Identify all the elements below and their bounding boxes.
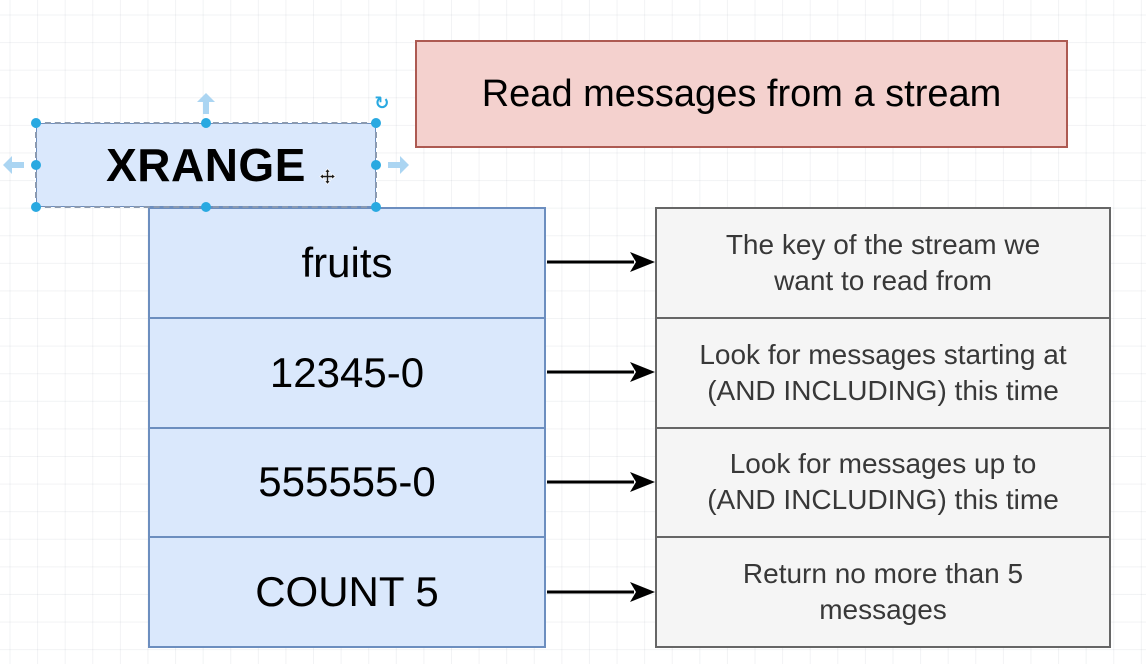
connect-arrow-right-icon[interactable] <box>387 155 409 175</box>
note-box-label: Read messages from a stream <box>481 72 1002 115</box>
connect-arrow-up-icon[interactable] <box>196 93 216 115</box>
param-cell-start-id[interactable]: 12345-0 <box>150 316 544 427</box>
param-label: 12345-0 <box>269 348 425 396</box>
description-line: Look for messages up to <box>729 448 1037 480</box>
description-cell-end-id[interactable]: Look for messages up to (AND INCLUDING) … <box>657 426 1109 537</box>
param-label: 555555-0 <box>258 458 436 506</box>
resize-handle-bottom-right[interactable] <box>371 202 381 212</box>
description-line: (AND INCLUDING) this time <box>707 374 1059 406</box>
resize-handle-middle-right[interactable] <box>371 160 381 170</box>
param-label: fruits <box>301 238 393 286</box>
description-cell-start-id[interactable]: Look for messages starting at (AND INCLU… <box>657 316 1109 427</box>
param-cell-key[interactable]: fruits <box>150 209 544 317</box>
param-cell-end-id[interactable]: 555555-0 <box>150 426 544 537</box>
rotate-icon[interactable]: ↻ <box>374 93 390 113</box>
description-table[interactable]: The key of the stream we want to read fr… <box>655 207 1111 648</box>
description-line: The key of the stream we <box>725 228 1041 260</box>
resize-handle-top-left[interactable] <box>31 118 41 128</box>
param-cell-count[interactable]: COUNT 5 <box>150 536 544 646</box>
connector-arrow-key[interactable] <box>546 250 656 274</box>
connector-arrow-count[interactable] <box>546 580 656 604</box>
command-box-label: XRANGE <box>106 139 306 191</box>
connector-arrow-end-id[interactable] <box>546 470 656 494</box>
note-box[interactable]: Read messages from a stream <box>415 40 1068 148</box>
command-box-xrange[interactable]: XRANGE ↻ <box>3 93 409 212</box>
description-line: Return no more than 5 <box>742 558 1024 590</box>
resize-handle-middle-left[interactable] <box>31 160 41 170</box>
description-line: (AND INCLUDING) this time <box>707 484 1059 516</box>
description-line: want to read from <box>774 264 992 296</box>
param-label: COUNT 5 <box>255 568 439 616</box>
resize-handle-bottom-middle[interactable] <box>201 202 211 212</box>
description-line: Look for messages starting at <box>699 338 1067 370</box>
resize-handle-bottom-left[interactable] <box>31 202 41 212</box>
description-cell-count[interactable]: Return no more than 5 messages <box>657 536 1109 646</box>
description-line: messages <box>819 594 947 626</box>
connector-arrow-start-id[interactable] <box>546 360 656 384</box>
parameter-table[interactable]: fruits 12345-0 555555-0 COUNT 5 <box>148 207 546 648</box>
move-cursor-icon <box>319 168 336 185</box>
description-cell-key[interactable]: The key of the stream we want to read fr… <box>657 209 1109 317</box>
connect-arrow-left-icon[interactable] <box>3 155 25 175</box>
resize-handle-top-middle[interactable] <box>201 118 211 128</box>
resize-handle-top-right[interactable] <box>371 118 381 128</box>
